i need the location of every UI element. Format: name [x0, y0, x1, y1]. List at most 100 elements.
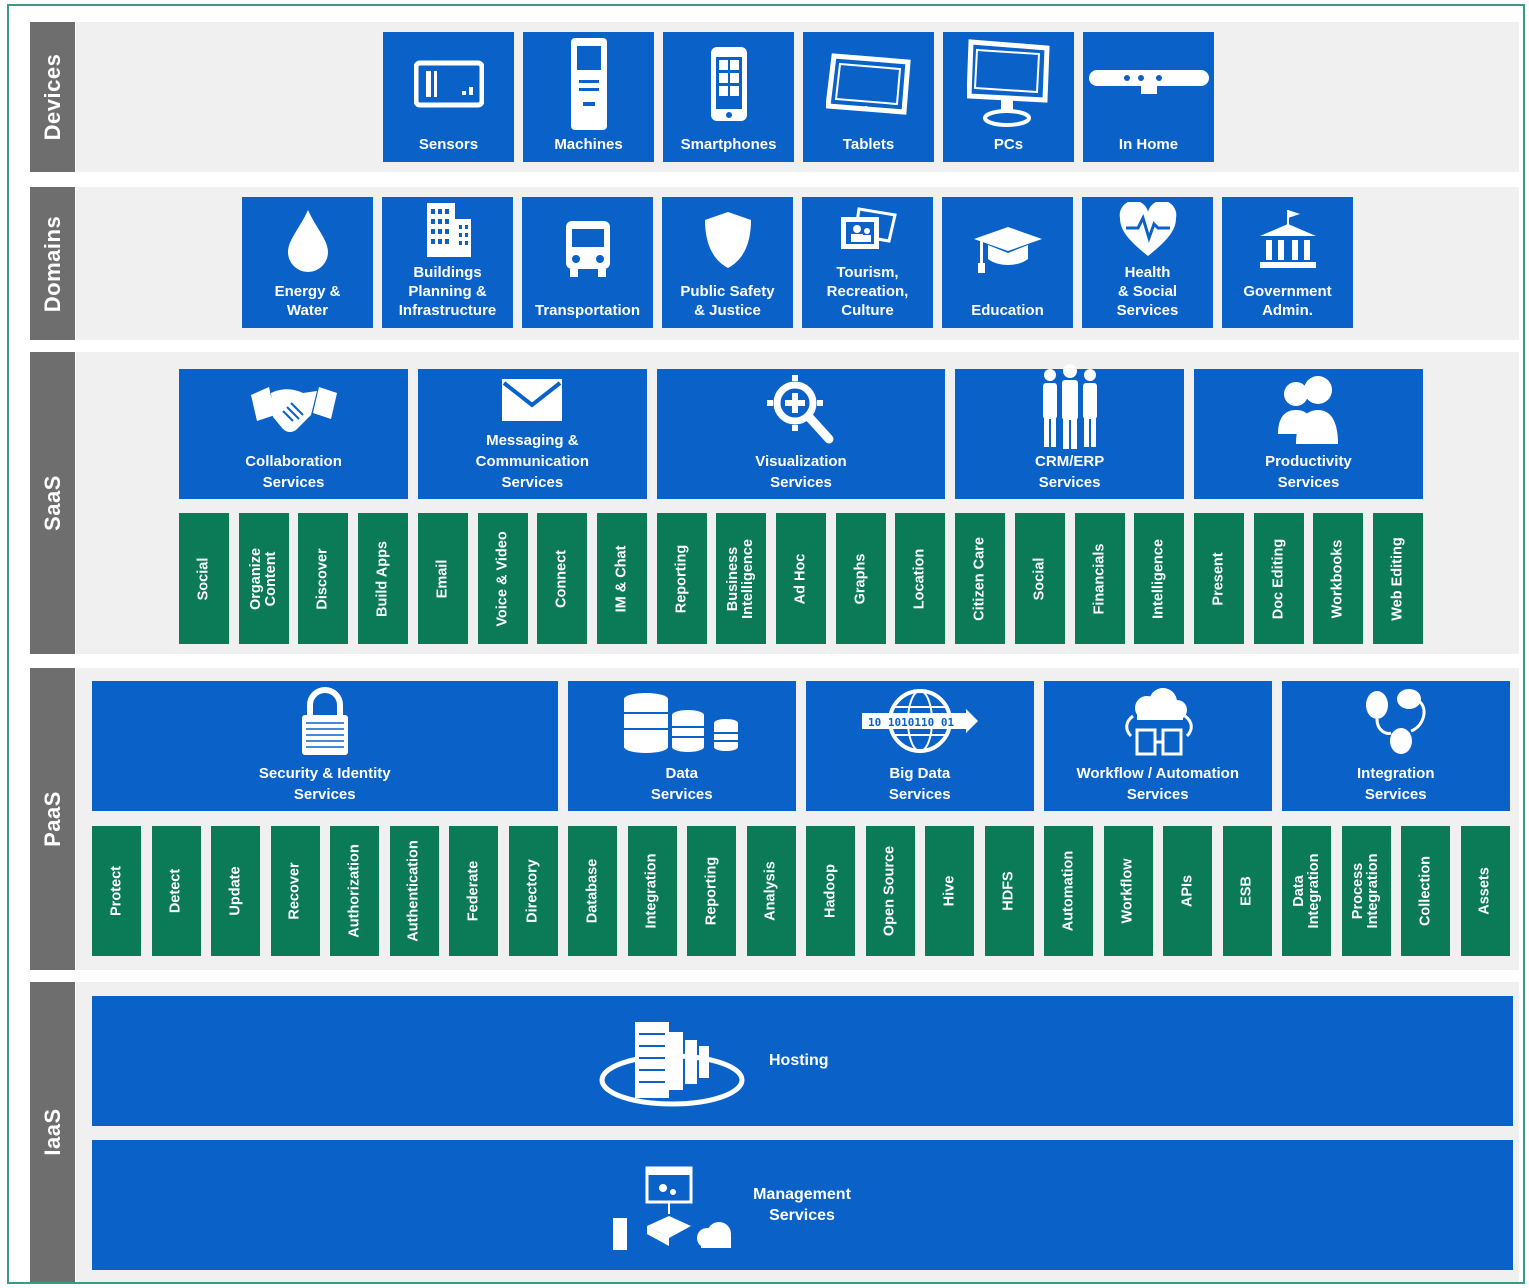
domain-tile-2: Transportation — [522, 197, 653, 328]
saas-sub-label: Citizen Care — [971, 536, 988, 621]
saas-sub-email: Email — [417, 513, 468, 644]
paas-sub-label: Assets — [1476, 867, 1493, 915]
paas-sub-collection: Collection — [1401, 826, 1450, 956]
tablet-icon — [803, 32, 934, 135]
paas-sub-update: Update — [211, 826, 260, 956]
iaas-hosting: Hosting — [92, 996, 1513, 1126]
paas-sub-integration: Integration — [627, 826, 677, 956]
paas-sub-label: Detect — [167, 868, 184, 914]
saas-sub-label: Voice & Video — [494, 530, 510, 627]
diagram-frame — [7, 4, 1525, 1284]
management-devices-icon — [607, 1164, 737, 1254]
domain-tile-6-label: Health & Social Services — [1116, 264, 1179, 319]
shield-icon — [662, 197, 793, 282]
saas-sub-social: Social — [179, 513, 229, 644]
saas-service-label: Collaboration Services — [245, 453, 342, 491]
saas-service-label: Messaging & Communication Services — [475, 432, 590, 491]
saas-sub-connect: Connect — [537, 513, 588, 644]
saas-sub-ad-hoc: Ad Hoc — [776, 513, 826, 644]
server-ring-icon — [597, 1014, 747, 1110]
paas-sub-authorization: Authorization — [330, 826, 379, 956]
paas-service-integration: Integration Services — [1282, 681, 1510, 811]
saas-sub-im-chat: IM & Chat — [596, 513, 647, 644]
saas-sub-label: Doc Editing — [1270, 538, 1287, 619]
domain-tile-1-label: Buildings Planning & Infrastructure — [398, 264, 497, 319]
domain-tile-5: Education — [942, 197, 1073, 328]
layer-label-domains: Domains — [30, 187, 75, 340]
saas-sub-build-apps: Build Apps — [358, 513, 409, 644]
smartphone-icon — [663, 32, 794, 135]
paas-service-data: Data Services — [568, 681, 796, 811]
kiosk-machine-icon — [523, 32, 654, 135]
layer-label-iaas: IaaS — [30, 982, 75, 1282]
saas-sub-label: Financials — [1091, 543, 1107, 614]
layer-label-saas: SaaS — [30, 352, 75, 654]
devices-row — [76, 22, 1519, 172]
saas-sub-location: Location — [895, 513, 946, 644]
paas-sub-label: APIs — [1179, 874, 1195, 908]
paas-sub-recover: Recover — [270, 826, 320, 956]
saas-sub-graphs: Graphs — [835, 513, 886, 644]
graduation-cap-icon — [942, 197, 1073, 301]
paas-sub-database: Database — [568, 826, 617, 956]
paas-sub-label: Open Source — [881, 845, 898, 937]
paas-sub-label: Analysis — [762, 861, 779, 921]
domain-tile-4-label: Tourism, Recreation, Culture — [826, 264, 909, 319]
water-drop-icon — [242, 197, 373, 282]
heart-pulse-icon — [1082, 197, 1213, 263]
paas-service-label: Security & Identity Services — [258, 765, 391, 803]
hosting-label: Hosting — [769, 1052, 829, 1069]
paas-sub-esb: ESB — [1222, 826, 1272, 956]
saas-service-productivity: Productivity Services — [1193, 369, 1423, 499]
saas-sub-label: IM & Chat — [613, 545, 630, 612]
saas-sub-workbooks: Workbooks — [1313, 513, 1364, 644]
paas-sub-assets: Assets — [1460, 826, 1510, 956]
saas-sub-label: Build Apps — [374, 540, 391, 617]
saas-service-label: CRM/ERP Services — [1035, 453, 1105, 491]
domain-tile-5-label: Education — [971, 302, 1044, 319]
paas-sub-label: Update — [227, 866, 243, 916]
saas-sub-label: Discover — [314, 547, 331, 610]
padlock-icon — [92, 681, 558, 763]
device-tile-2-label: Smartphones — [680, 136, 777, 153]
device-tile-3: Tablets — [803, 32, 934, 162]
saas-service-label: Visualization Services — [755, 453, 847, 491]
domain-tile-3: Public Safety & Justice — [662, 197, 793, 328]
paas-sub-label: Hive — [941, 875, 957, 907]
paas-sub-label: Workflow — [1119, 858, 1136, 924]
iaas-management: Management Services — [92, 1140, 1513, 1270]
motion-sensor-bar-icon — [1083, 32, 1214, 135]
paas-sub-label: Directory — [524, 859, 541, 923]
paas-sub-label: Reporting — [703, 856, 719, 926]
paas-sub-hdfs: HDFS — [984, 826, 1034, 956]
handshake-icon — [179, 369, 408, 451]
paas-service-label: Integration Services — [1357, 765, 1435, 803]
paas-sub-label: Automation — [1060, 850, 1076, 932]
paas-sub-label: Database — [584, 858, 600, 924]
device-tile-1: Machines — [523, 32, 654, 162]
government-building-icon — [1222, 197, 1353, 282]
paas-sub-authentication: Authentication — [389, 826, 439, 956]
paas-service-label: Big Data Services — [888, 765, 951, 803]
paas-service-workflow-automation: Workflow / Automation Services — [1044, 681, 1272, 811]
layer-label-devices: Devices — [30, 22, 75, 172]
saas-sub-doc-editing: Doc Editing — [1253, 513, 1304, 644]
device-tile-0: Sensors — [383, 32, 514, 162]
saas-sub-present: Present — [1193, 513, 1244, 644]
paas-sub-label: Process Integration — [1350, 853, 1381, 929]
paas-sub-automation: Automation — [1044, 826, 1093, 956]
device-tile-2: Smartphones — [663, 32, 794, 162]
paas-sub-label: ESB — [1238, 876, 1255, 906]
saas-service-visualization: Visualization Services — [656, 369, 946, 499]
management-label: Management Services — [753, 1186, 851, 1224]
paas-service-label: Workflow / Automation Services — [1076, 765, 1240, 803]
paas-sub-federate: Federate — [449, 826, 498, 956]
saas-sub-organize-content: Organize Content — [238, 513, 289, 644]
saas-sub-label: Organize Content — [247, 547, 279, 610]
saas-sub-discover: Discover — [298, 513, 349, 644]
paas-sub-hadoop: Hadoop — [806, 826, 855, 956]
domain-tile-7: Government Admin. — [1222, 197, 1353, 328]
magnifier-target-icon — [657, 369, 946, 451]
saas-sub-financials: Financials — [1074, 513, 1125, 644]
paas-sub-apis: APIs — [1163, 826, 1212, 956]
